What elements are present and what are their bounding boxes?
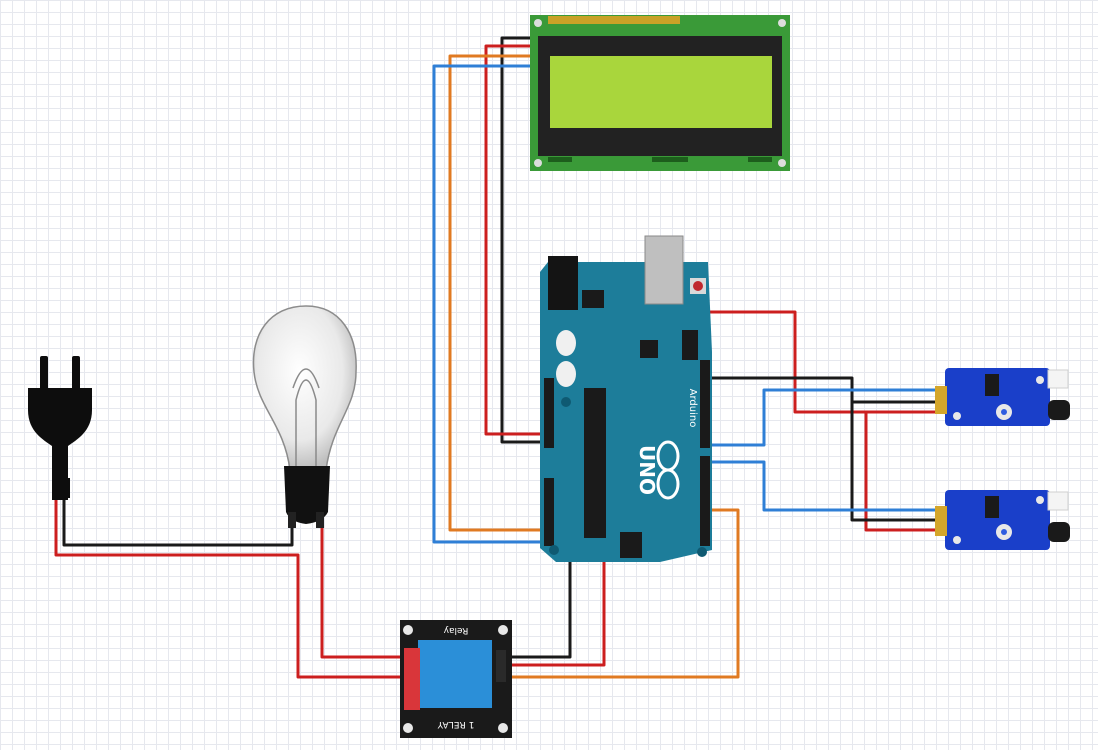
arduino-brand-text: Arduino [687, 389, 698, 428]
bulb-filament [292, 368, 320, 470]
relay-top-label: Relay [443, 625, 468, 635]
main-ic [584, 388, 606, 538]
power-plug [28, 356, 92, 500]
usb-port [644, 235, 684, 305]
wire-lcd-blue [432, 64, 542, 544]
wire-bulb-red [320, 522, 410, 659]
capacitor-1 [556, 330, 576, 356]
icsp-header [682, 330, 698, 360]
ir-receiver-top [1048, 400, 1070, 420]
power-pin-header [544, 378, 554, 448]
plug-body [28, 388, 92, 500]
relay-terminal-block [404, 648, 420, 710]
arduino-logo-text: UNO [635, 445, 659, 495]
capacitor-2 [556, 361, 576, 387]
sensor-top-pcb [945, 368, 1050, 426]
bulb-base [284, 466, 330, 524]
wire-lcd-orange [448, 54, 542, 532]
digital-pin-header-2 [700, 456, 710, 546]
chip-small [640, 340, 658, 358]
wire-sensor2-blue [706, 460, 945, 512]
wires [54, 36, 945, 679]
sensor-bottom-pcb [945, 490, 1050, 550]
lcd-screen [550, 56, 772, 128]
relay-body [418, 640, 492, 708]
lcd-display [530, 15, 790, 171]
lcd-pin-header [548, 16, 680, 24]
ir-sensor-bottom [935, 490, 1070, 550]
analog-pin-header [544, 478, 554, 546]
ir-led-top [1047, 369, 1069, 389]
wire-lcd-red [484, 44, 553, 436]
wire-lcd-black [500, 36, 553, 444]
wire-plug-red [54, 495, 410, 679]
voltage-regulator [582, 290, 604, 308]
ir-led-bottom [1047, 491, 1069, 511]
arduino-pcb [540, 262, 712, 562]
ir-sensor-top [935, 368, 1070, 426]
ir-receiver-bottom [1048, 522, 1070, 542]
light-bulb [252, 305, 357, 528]
icsp-header-2 [620, 532, 642, 558]
digital-pin-header-1 [700, 360, 710, 448]
wire-relay-orange [505, 508, 740, 679]
arduino-board: UNO Arduino [540, 235, 712, 562]
relay-bottom-label: 1 RELAY [437, 719, 474, 729]
bulb-glass [252, 305, 357, 471]
relay-module: Relay 1 RELAY [400, 620, 512, 738]
wire-arduino-black-rail [706, 376, 945, 522]
wire-plug-black [62, 495, 294, 547]
power-jack [548, 256, 578, 310]
wire-sensor1-blue [706, 388, 945, 447]
